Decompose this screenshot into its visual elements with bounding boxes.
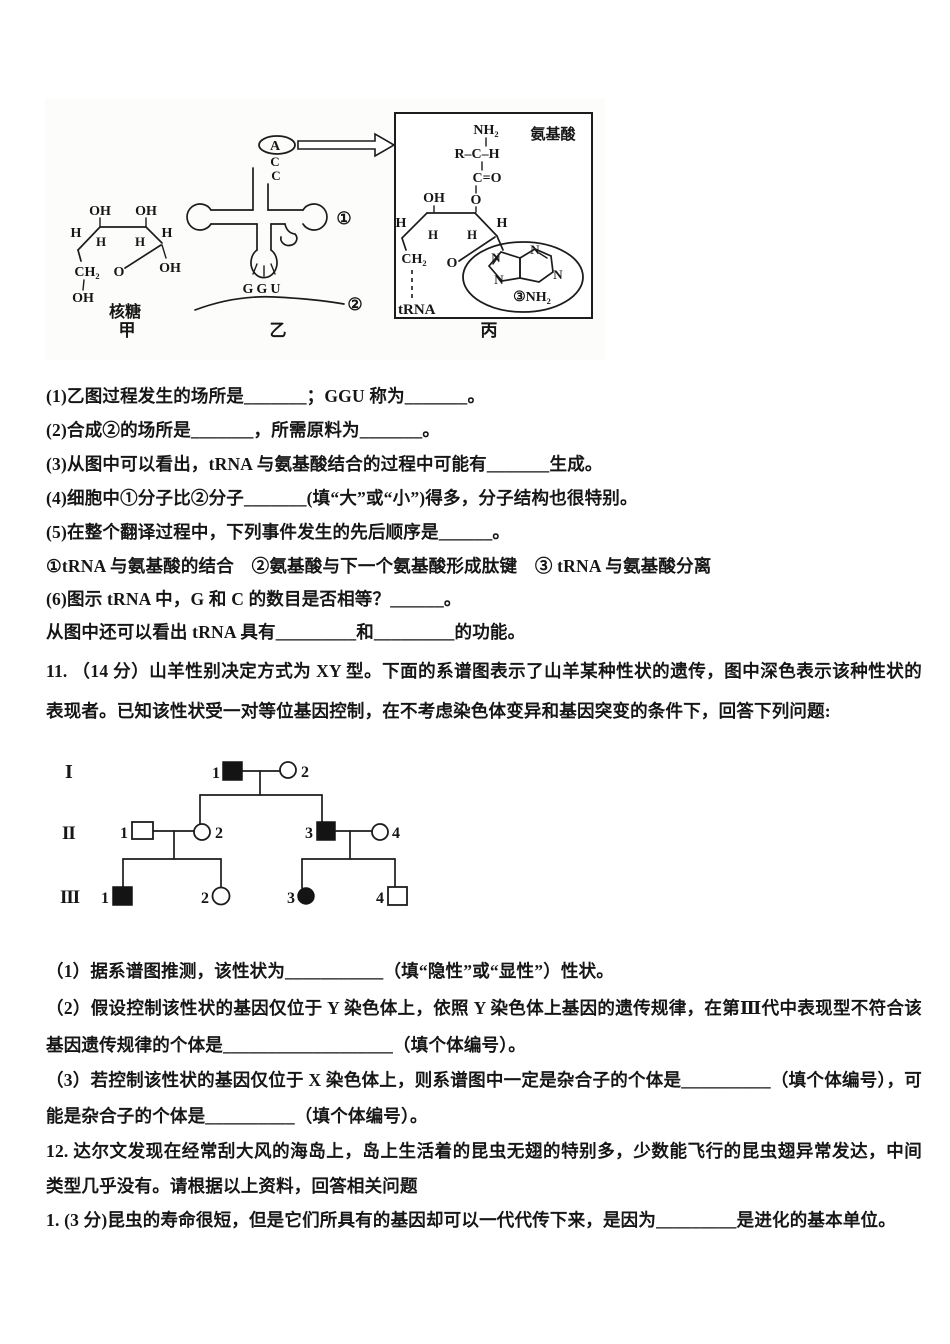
q12-sub-1: 1. (3 分)昆虫的寿命很短，但是它们所具有的基因却可以一代代传下来，是因为_… (46, 1210, 896, 1230)
pedigree-num-III2: 2 (201, 890, 209, 907)
q11-sub-1: （1）据系谱图推测，该性状为___________（填“隐性”或“显性”）性状。 (46, 961, 614, 981)
q11-sub-3: （3）若控制该性状的基因仅位于 X 染色体上，则系谱图中一定是杂合子的个体是__… (46, 1070, 922, 1126)
ribose-ring-o: O (114, 265, 125, 280)
q11-sub-2: （2）假设控制该性状的基因仅位于 Y 染色体上，依照 Y 染色体上基因的遗传规律… (46, 998, 922, 1055)
base-n4: N (553, 267, 563, 282)
q12-intro: 12. 达尔文发现在经常刮大风的海岛上，岛上生活着的昆虫无翅的特别多，少数能飞行… (46, 1141, 922, 1196)
circled-1-mark: ① (336, 209, 351, 228)
base-n2: N (530, 242, 540, 257)
pedigree-num-II1: 1 (120, 825, 128, 842)
ribose-caption: 核糖 (109, 302, 141, 321)
individual-I1-affected-male (222, 761, 243, 781)
ribose-oh-top2: OH (135, 204, 157, 219)
individual-II1-male (131, 821, 154, 840)
pedigree-num-II4: 4 (392, 825, 400, 842)
ribose-oh-bottom: OH (72, 291, 94, 306)
individual-III4-male (387, 886, 408, 906)
figure-label-bing: 丙 (481, 321, 498, 340)
ribose-h-left: H (71, 226, 82, 241)
pedigree-num-II3: 3 (305, 825, 313, 842)
individual-III2-female (211, 886, 231, 906)
q10-line-7: (6)图示 tRNA 中，G 和 C 的数目是否相等？______。 (46, 589, 462, 609)
anticodon-ggu: GGU (243, 282, 284, 297)
trna-base-c1: C (270, 154, 279, 169)
sugar-oh: OH (423, 191, 445, 206)
pedigree-chart: I II III 1 2 1 2 3 (60, 761, 408, 908)
sugar-h-inner1: H (428, 227, 438, 242)
individual-III1-affected-male (112, 886, 133, 906)
trna-cloverleaf: A C C ① GGU (186, 132, 396, 340)
individual-II2-female (193, 823, 211, 841)
q10-line-3: (3)从图中可以看出，tRNA 与氨基酸结合的过程中可能有_______生成。 (46, 454, 603, 474)
base-n1: N (491, 250, 501, 265)
circled-2-mark: ② (347, 295, 362, 314)
sugar-h-right: H (497, 216, 508, 231)
trna-base-a: A (270, 139, 281, 154)
ester-o: O (471, 193, 482, 208)
individual-II4-female (371, 823, 389, 841)
figure-label-yi: 乙 (270, 321, 287, 340)
base-n3: N (494, 272, 504, 287)
base-mark3-nh2: ③NH₂ (513, 290, 551, 305)
q10-line-6: ①tRNA 与氨基酸的结合 ②氨基酸与下一个氨基酸形成肽键 ③ tRNA 与氨基… (46, 556, 712, 576)
individual-III3-affected-female (297, 887, 315, 905)
individual-I2-female (279, 761, 297, 779)
q10-line-4: (4)细胞中①分子比②分子_______(填“大”或“小”)得多，分子结构也很特… (46, 488, 638, 508)
sugar-ring-o: O (447, 256, 458, 271)
pedigree-lines (122, 770, 396, 889)
q11-intro: 11. （14 分）山羊性别决定方式为 XY 型。下面的系谱图表示了山羊某种性状… (46, 661, 922, 721)
amino-nh2: NH₂ (473, 123, 498, 138)
amino-acid-title: 氨基酸 (530, 125, 576, 143)
sugar-ch2: CH₂ (401, 252, 426, 267)
ribose-h-right: H (162, 226, 173, 241)
pedigree-num-II2: 2 (215, 825, 223, 842)
q10-line-5: (5)在整个翻译过程中，下列事件发生的先后顺序是______。 (46, 522, 511, 542)
ribose-oh-top1: OH (89, 204, 111, 219)
amino-acid-box: NH₂ 氨基酸 R–C–H C=O O OH H H H H CH₂ O tRN… (394, 112, 593, 340)
pedigree-row-label-3: III (60, 887, 80, 908)
ribose-h-inner2: H (135, 234, 145, 249)
pedigree-num-III3: 3 (287, 890, 295, 907)
trna-label: tRNA (398, 302, 436, 318)
pedigree-row-label-2: II (62, 823, 75, 844)
trna-figure: OH OH H H H H CH₂ O OH OH 核糖 甲 A C (45, 98, 605, 360)
base-oval (462, 241, 584, 313)
trna-acceptor-oval (258, 135, 296, 155)
figure-label-jia: 甲 (119, 321, 136, 340)
mrna-curve (194, 295, 345, 311)
pedigree-num-III1: 1 (101, 890, 109, 907)
trna-base-c2: C (271, 168, 280, 183)
arrow-to-amino-acid-box (297, 132, 396, 158)
q10-line-2: (2)合成②的场所是_______，所需原料为_______。 (46, 420, 441, 440)
ribose-ch2: CH₂ (74, 265, 99, 280)
q10-line-8: 从图中还可以看出 tRNA 具有_________和_________的功能。 (46, 622, 526, 642)
pedigree-num-I2: 2 (301, 764, 309, 781)
sugar-h-left: H (396, 216, 407, 231)
pedigree-num-I1: 1 (212, 765, 220, 782)
amino-co: C=O (473, 171, 502, 186)
ribose-structure: OH OH H H H H CH₂ O OH OH 核糖 甲 (71, 204, 181, 340)
ribose-h-inner1: H (96, 234, 106, 249)
amino-rch: R–C–H (454, 147, 499, 162)
q10-line-1: (1)乙图过程发生的场所是_______；GGU 称为_______。 (46, 386, 486, 406)
pedigree-num-III4: 4 (376, 890, 384, 907)
individual-II3-affected-male (316, 821, 336, 841)
ribose-oh-right: OH (159, 261, 181, 276)
sugar-h-inner2: H (467, 227, 477, 242)
pedigree-row-label-1: I (65, 761, 73, 783)
